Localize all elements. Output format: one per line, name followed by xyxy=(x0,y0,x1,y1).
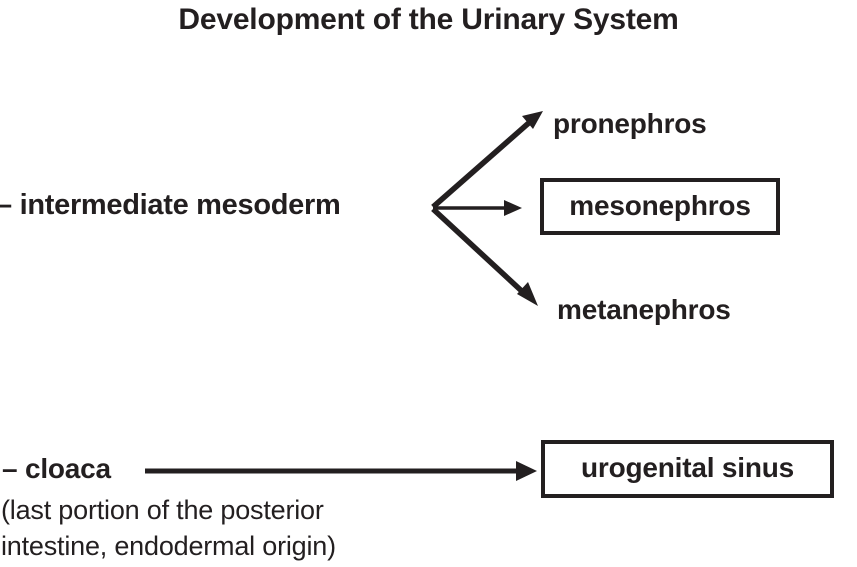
node-cloaca: – cloaca xyxy=(2,453,111,484)
node-pronephros: pronephros xyxy=(553,108,707,139)
arrow-to-pronephros xyxy=(431,111,543,210)
page-title: Development of the Urinary System xyxy=(178,3,679,36)
node-mesonephros-box: mesonephros xyxy=(540,178,780,235)
node-mesonephros-label: mesonephros xyxy=(569,189,751,221)
arrow-to-metanephros xyxy=(431,206,538,306)
node-urogenital-sinus-box: urogenital sinus xyxy=(541,440,834,498)
node-urogenital-sinus-label: urogenital sinus xyxy=(580,452,795,483)
node-metanephros: metanephros xyxy=(557,294,731,325)
arrow-to-mesonephros xyxy=(433,200,522,216)
cloaca-note-line-2: intestine, endodermal origin) xyxy=(1,531,336,561)
node-intermediate-mesoderm: – intermediate mesoderm xyxy=(0,189,341,221)
cloaca-note-line-1: (last portion of the posterior xyxy=(1,495,324,525)
cloaca-note: (last portion of the posterior intestine… xyxy=(1,492,521,564)
arrow-to-urogenital-sinus xyxy=(145,461,537,481)
